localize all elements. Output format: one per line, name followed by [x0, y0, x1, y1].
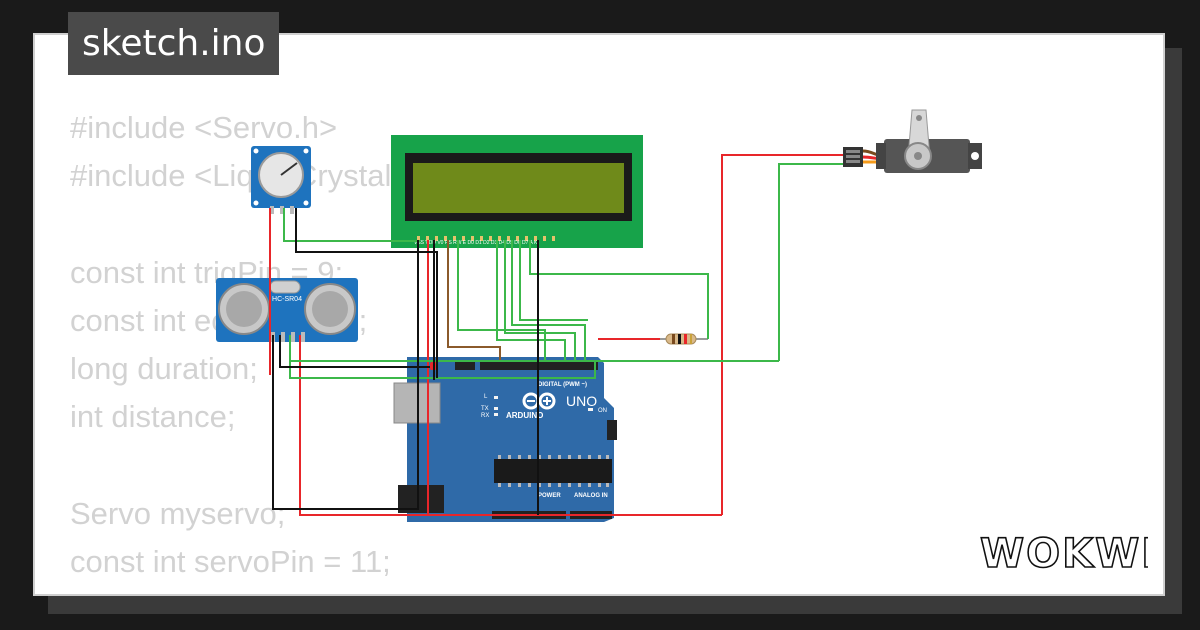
code-line: long duration;: [70, 350, 258, 386]
sensor-label: HC-SR04: [272, 296, 302, 303]
arduino-brand: ARDUINO: [506, 411, 543, 420]
potentiometer[interactable]: [251, 146, 311, 214]
code-line: Servo myservo;: [70, 495, 286, 531]
lcd-display[interactable]: VSS VDD V0 RS RW E D0 D1 D2 D3 D4 D5 D6 …: [391, 135, 643, 248]
digital-label: DIGITAL (PWM ~): [538, 382, 587, 388]
code-line: const int servoPin = 11;: [70, 543, 391, 579]
code-line: int distance;: [70, 399, 236, 435]
logo-text: WOKWI: [980, 531, 1148, 577]
lcd-pin-labels: VSS VDD V0 RS RW E D0 D1 D2 D3 D4 D5 D6 …: [414, 240, 538, 246]
code-line: #include <Servo.h>: [70, 110, 338, 145]
tx-label: TX: [481, 406, 489, 412]
wokwi-logo: WOKWI: [979, 530, 1148, 577]
code-preview: #include <Servo.h>#include <LiquidCrysta…: [70, 104, 435, 586]
power-label: POWER: [538, 493, 561, 499]
servo-motor[interactable]: [843, 109, 982, 173]
rx-label: RX: [481, 413, 489, 419]
wires: [269, 154, 843, 516]
arduino-model: UNO: [566, 393, 597, 409]
l-label: L: [484, 394, 488, 400]
code-line: const int trigPin = 9;: [70, 254, 344, 290]
ultrasonic-sensor[interactable]: HC-SR04: [216, 278, 358, 342]
on-label: ON: [598, 408, 607, 414]
file-name-tag: sketch.ino: [68, 12, 280, 75]
resistor[interactable]: [655, 333, 708, 345]
analog-label: ANALOG IN: [574, 493, 608, 499]
